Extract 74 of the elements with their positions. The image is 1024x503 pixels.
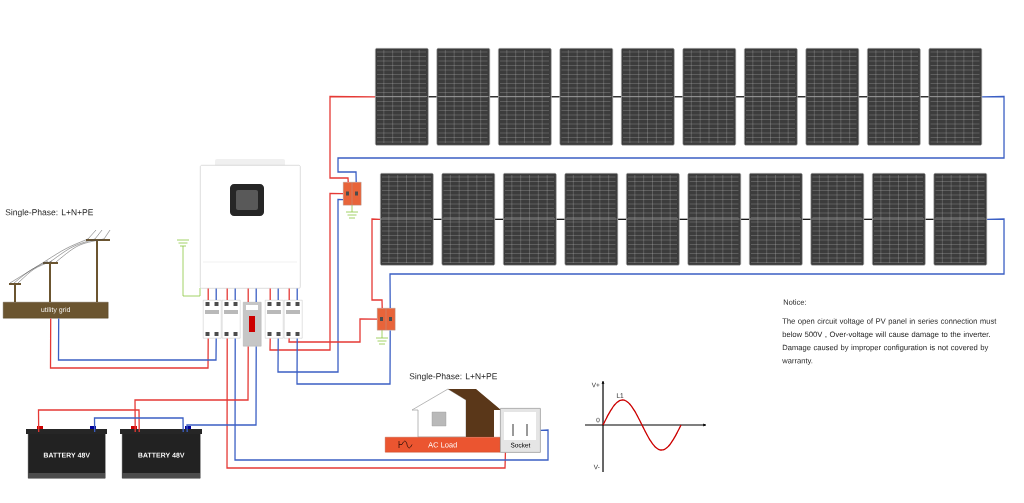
wire xyxy=(134,345,249,433)
solar-panel xyxy=(872,173,926,266)
wire xyxy=(329,95,376,183)
panel-link xyxy=(858,96,868,98)
surge-protector xyxy=(343,181,362,206)
wire xyxy=(207,287,209,301)
wire xyxy=(226,287,228,301)
panel-link xyxy=(797,96,807,98)
wire xyxy=(234,287,236,301)
wire xyxy=(296,287,298,301)
phase-label: Single-Phase: L+N+PE xyxy=(5,209,93,217)
wire xyxy=(226,337,507,469)
phase-label: Single-Phase: L+N+PE xyxy=(409,373,498,381)
panel-link xyxy=(551,96,561,98)
solar-panel xyxy=(564,173,619,266)
solar-panel xyxy=(559,48,614,146)
wire xyxy=(93,417,184,433)
wire xyxy=(277,198,344,373)
panel-link xyxy=(735,96,745,98)
wire xyxy=(371,218,383,309)
panel-link xyxy=(863,218,873,220)
wire xyxy=(37,409,140,433)
wire xyxy=(247,287,249,303)
panel-link xyxy=(802,218,812,220)
wire xyxy=(269,287,271,301)
panel-link xyxy=(428,96,438,98)
panel-link xyxy=(925,218,935,220)
wire xyxy=(49,317,209,369)
solar-panel xyxy=(498,48,552,146)
wire xyxy=(288,318,378,343)
solar-panel xyxy=(436,48,491,146)
panel-link xyxy=(740,218,750,220)
panel-link xyxy=(679,218,689,220)
wire xyxy=(186,345,257,433)
wire xyxy=(277,287,279,301)
wire xyxy=(234,337,549,461)
panel-link xyxy=(617,218,627,220)
wire xyxy=(337,95,1005,183)
panel-link xyxy=(489,96,499,98)
panel-link xyxy=(612,96,622,98)
solar-panel xyxy=(928,48,983,146)
wire xyxy=(296,329,391,385)
panel-link xyxy=(920,96,930,98)
panel-link xyxy=(674,96,684,98)
solar-panel xyxy=(749,173,803,266)
wire xyxy=(215,287,217,301)
panel-link xyxy=(556,218,566,220)
circuit-breaker xyxy=(284,300,303,339)
solar-panel xyxy=(626,173,680,266)
solar-panel xyxy=(682,48,737,146)
inverter-drawing xyxy=(200,159,301,289)
panel-link xyxy=(494,218,504,220)
circuit-breaker xyxy=(265,300,284,339)
solar-panel xyxy=(621,48,675,146)
solar-panel xyxy=(380,173,434,266)
solar-panel xyxy=(810,173,865,266)
solar-panel xyxy=(744,48,798,146)
solar-panel xyxy=(503,173,557,266)
wire xyxy=(389,218,1005,309)
circuit-breaker xyxy=(222,300,241,339)
battery-switch xyxy=(243,302,262,347)
wire xyxy=(288,287,290,301)
solar-panel xyxy=(441,173,496,266)
solar-panel xyxy=(375,48,429,146)
solar-panel xyxy=(933,173,988,266)
wire xyxy=(57,317,217,361)
panel-link xyxy=(433,218,443,220)
wire xyxy=(269,192,344,351)
solar-panel xyxy=(805,48,860,146)
wire xyxy=(255,287,257,303)
solar-panel xyxy=(687,173,742,266)
circuit-breaker xyxy=(203,300,222,339)
solar-panel xyxy=(867,48,921,146)
surge-protector xyxy=(377,307,396,331)
